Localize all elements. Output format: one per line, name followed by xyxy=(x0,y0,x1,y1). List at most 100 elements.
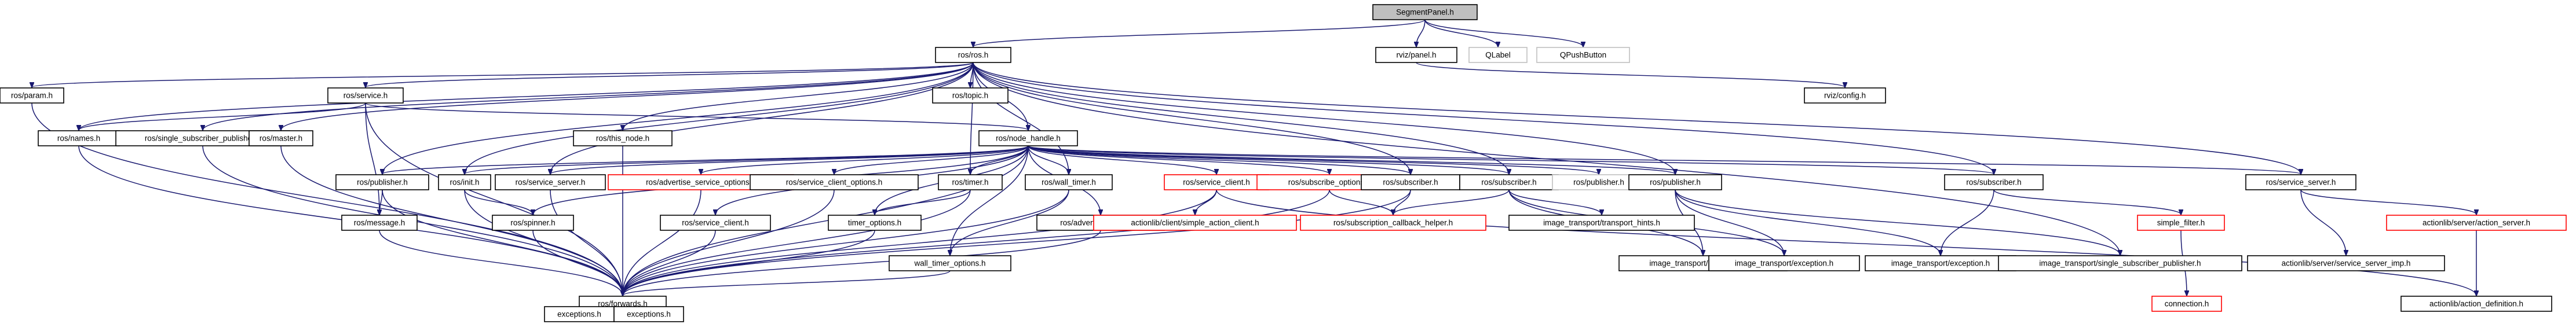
node-actionlib_simple_action_client[interactable]: actionlib/client/simple_action_client.h xyxy=(1093,215,1297,231)
node-it_single_sub_pub[interactable]: image_transport/single_subscriber_publis… xyxy=(1998,255,2242,271)
node-ros_subscriber_r[interactable]: ros/subscriber.h xyxy=(1944,174,2044,190)
edge-ros_service_server_r-to-actionlib_action_server xyxy=(2300,189,2476,215)
edge-ros_advertise_service_options-to-ros_forwards xyxy=(623,189,701,296)
node-rviz_config[interactable]: rviz/config.h xyxy=(1804,87,1886,104)
node-box xyxy=(889,255,1011,271)
node-label: ros/forwards.h xyxy=(598,300,648,308)
node-connection[interactable]: connection.h xyxy=(2151,296,2222,312)
node-ros_subscriber_m1[interactable]: ros/subscriber.h xyxy=(1361,174,1460,190)
edge-ros_ros-to-ros_service xyxy=(366,62,974,87)
node-box xyxy=(249,130,313,146)
edge-ros_publisher_r-to-it_single_sub_pub xyxy=(1675,189,2120,255)
node-ros_node_handle[interactable]: ros/node_handle.h xyxy=(978,130,1078,146)
node-ros_names[interactable]: ros/names.h xyxy=(38,130,120,146)
node-label: ros/service_server.h xyxy=(2266,178,2336,187)
node-label: ros/master.h xyxy=(260,134,302,143)
node-box xyxy=(0,87,64,104)
node-ros_subscriber_m2[interactable]: ros/subscriber.h xyxy=(1459,174,1559,190)
edge-ros_ros-to-ros_names xyxy=(79,62,974,130)
node-ros_topic[interactable]: ros/topic.h xyxy=(932,87,1009,104)
node-ros_service_client[interactable]: ros/service_client.h xyxy=(1164,174,1269,190)
node-ros_timer[interactable]: ros/timer.h xyxy=(938,174,1003,190)
edge-ros_service_client-to-actionlib_simple_action_client xyxy=(1195,189,1217,215)
node-label: ros/subscribe_options.h xyxy=(1288,178,1371,187)
node-ros_spinner[interactable]: ros/spinner.h xyxy=(492,215,574,231)
node-wall_timer_options[interactable]: wall_timer_options.h xyxy=(889,255,1011,271)
edge-ros_timer-to-ros_forwards xyxy=(623,189,971,296)
node-actionlib_action_definition[interactable]: actionlib/action_definition.h xyxy=(2400,296,2552,312)
node-label: actionlib/action_definition.h xyxy=(2429,300,2523,308)
node-actionlib_service_server_imp[interactable]: actionlib/server/service_server_imp.h xyxy=(2247,255,2445,271)
node-box xyxy=(935,47,1011,63)
node-ros_wall_timer[interactable]: ros/wall_timer.h xyxy=(1025,174,1113,190)
node-it_exception_2[interactable]: image_transport/exception.h xyxy=(1865,255,2016,271)
node-label: ros/init.h xyxy=(450,178,479,187)
node-ros_publisher_l[interactable]: ros/publisher.h xyxy=(335,174,429,190)
node-label: ros/service_client_options.h xyxy=(786,178,883,187)
edge-segmentpanel-to-qpushbutton xyxy=(1424,19,1583,47)
node-segmentpanel[interactable]: SegmentPanel.h xyxy=(1372,4,1478,20)
node-ros_publisher_r[interactable]: ros/publisher.h xyxy=(1628,174,1722,190)
edge-ros_ros-to-ros_single_sub_pub xyxy=(203,62,974,130)
edge-ros_publisher_l-to-ros_forwards xyxy=(382,189,623,296)
node-label: ros/subscription_callback_helper.h xyxy=(1333,219,1453,227)
node-ros_init[interactable]: ros/init.h xyxy=(438,174,491,190)
node-ros_param[interactable]: ros/param.h xyxy=(0,87,64,104)
edge-timer_options-to-ros_forwards xyxy=(623,230,875,296)
node-box xyxy=(38,130,120,146)
node-timer_options[interactable]: timer_options.h xyxy=(828,215,922,231)
node-box xyxy=(2245,174,2356,190)
node-box xyxy=(828,215,922,231)
edge-ros_wall_timer-to-ros_forwards xyxy=(623,189,1069,296)
node-label: ros/service_server.h xyxy=(516,178,586,187)
node-simple_filter[interactable]: simple_filter.h xyxy=(2137,215,2225,231)
node-ros_service[interactable]: ros/service.h xyxy=(327,87,404,104)
node-label: ros/publisher.h xyxy=(1573,178,1624,187)
edge-ros_service-to-ros_names xyxy=(79,102,366,130)
node-qpushbutton: QPushButton xyxy=(1536,47,1630,63)
edge-ros_node_handle-to-ros_service_client xyxy=(1028,145,1216,174)
node-ros_message[interactable]: ros/message.h xyxy=(341,215,418,231)
edge-ros_node_handle-to-ros_service_client_options xyxy=(834,145,1029,174)
node-ros_subscription_callback_helper[interactable]: ros/subscription_callback_helper.h xyxy=(1300,215,1486,231)
node-box xyxy=(1361,174,1460,190)
node-ros_service_client_options[interactable]: ros/service_client_options.h xyxy=(750,174,919,190)
node-label: connection.h xyxy=(2165,300,2209,308)
edge-wall_timer_options-to-ros_forwards xyxy=(623,270,951,296)
node-label: ros/single_subscriber_publisher.h xyxy=(145,134,261,143)
node-label: image_transport/exception.h xyxy=(1891,259,1990,268)
edge-ros_publisher_r-to-it_exception_1 xyxy=(1675,189,1784,255)
node-it_transport_hints[interactable]: image_transport/transport_hints.h xyxy=(1508,215,1695,231)
node-label: exceptions.h xyxy=(557,310,601,319)
node-box xyxy=(495,174,606,190)
edge-ros_init-to-ros_forwards xyxy=(464,189,623,296)
node-label: actionlib/server/service_server_imp.h xyxy=(2282,259,2411,268)
node-exceptions_1[interactable]: exceptions.h xyxy=(544,306,615,322)
node-ros_service_client_l[interactable]: ros/service_client.h xyxy=(660,215,771,231)
node-box xyxy=(660,215,771,231)
node-ros_service_server[interactable]: ros/service_server.h xyxy=(495,174,606,190)
edge-ros_service-to-ros_forwards xyxy=(365,102,623,296)
edge-ros_spinner-to-ros_forwards xyxy=(532,230,623,296)
node-label: ros/wall_timer.h xyxy=(1042,178,1096,187)
node-box xyxy=(573,130,673,146)
node-label: ros/service_client.h xyxy=(682,219,749,227)
node-box xyxy=(1998,255,2242,271)
node-rviz_panel[interactable]: rviz/panel.h xyxy=(1375,47,1457,63)
node-ros_master[interactable]: ros/master.h xyxy=(249,130,313,146)
node-ros_this_node[interactable]: ros/this_node.h xyxy=(573,130,673,146)
node-label: ros/spinner.h xyxy=(510,219,555,227)
node-box xyxy=(1300,215,1486,231)
node-actionlib_action_server[interactable]: actionlib/server/action_server.h xyxy=(2386,215,2567,231)
edge-ros_node_handle-to-wall_timer_options xyxy=(950,145,1029,255)
node-label: timer_options.h xyxy=(848,219,901,227)
node-ros_ros[interactable]: ros/ros.h xyxy=(935,47,1011,63)
node-exceptions_2[interactable]: exceptions.h xyxy=(613,306,684,322)
edge-ros_timer-to-timer_options xyxy=(875,189,971,215)
edge-rviz_panel-to-rviz_config xyxy=(1416,62,1845,87)
node-ros_service_server_r[interactable]: ros/service_server.h xyxy=(2245,174,2356,190)
node-label: simple_filter.h xyxy=(2157,219,2205,227)
node-box xyxy=(1025,174,1113,190)
node-it_exception_1[interactable]: image_transport/exception.h xyxy=(1708,255,1860,271)
